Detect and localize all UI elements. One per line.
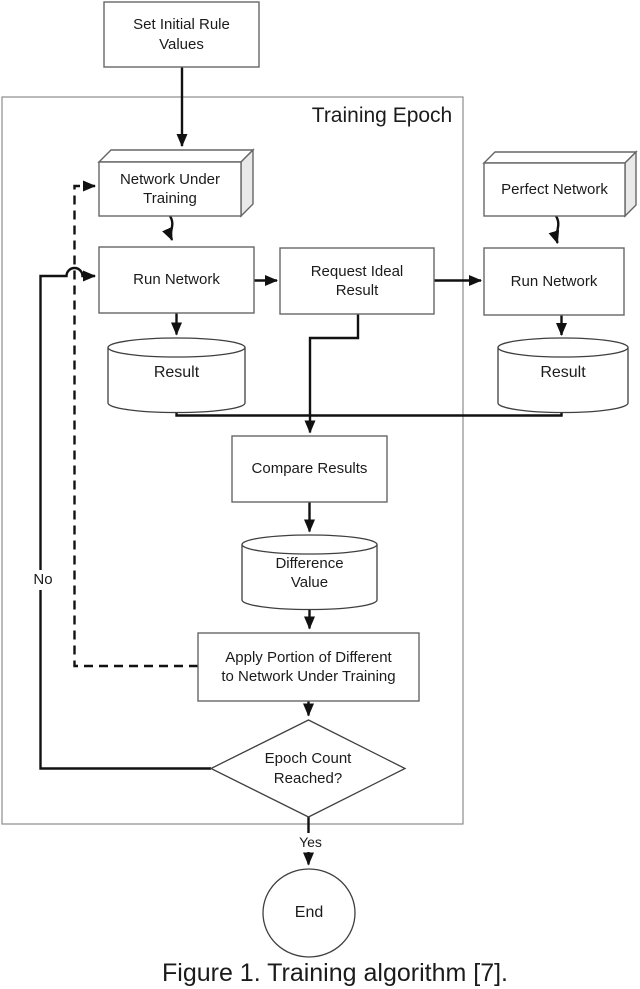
apply-portion-box: [197, 632, 420, 702]
perfect-network-label: Perfect Network: [501, 180, 608, 198]
perfect-top-face: [482, 151, 638, 164]
perfect-right-face: [624, 150, 637, 218]
epoch-count-label: Epoch Count Reached?: [264, 750, 352, 787]
training-epoch-title: Training Epoch: [311, 104, 453, 128]
epoch-count-diamond: [209, 719, 407, 818]
edge-network-to-run-left: [162, 215, 174, 241]
run-network-right-label: Run Network: [510, 272, 598, 290]
figure-caption: Figure 1. Training algorithm [7].: [162, 958, 508, 987]
yes-branch-label: Yes: [289, 833, 332, 852]
no-branch-label: No: [26, 570, 60, 590]
network-under-training-box: [97, 148, 255, 218]
edge-perfect-to-run-right: [548, 215, 560, 244]
network-right-face: [240, 148, 254, 218]
result-right-top: [497, 337, 629, 358]
difference-value-cylinder: [241, 534, 378, 611]
result-left-cylinder: [107, 337, 246, 414]
request-ideal-result-box: [279, 247, 435, 315]
edge-epoch-no-loop: [39, 266, 211, 770]
result-right-label: Result: [540, 363, 586, 381]
request-ideal-result-label: Request Ideal Result: [310, 262, 404, 300]
end-label: End: [294, 903, 324, 921]
result-right-cylinder: [497, 337, 629, 414]
difference-top: [241, 534, 378, 555]
run-network-left-box: [98, 246, 255, 314]
perfect-front-face: [483, 162, 626, 217]
edge-request-to-compare: [304, 314, 360, 434]
result-left-top: [107, 337, 246, 358]
difference-body: [241, 544, 378, 611]
result-left-label: Result: [153, 363, 200, 381]
network-top-face: [97, 149, 255, 163]
network-under-training-label: Network Under Training: [119, 170, 221, 208]
run-network-right-box: [483, 247, 625, 316]
result-left-body: [107, 347, 246, 414]
compare-results-box: [231, 435, 388, 503]
apply-portion-label: Apply Portion of Different to Network Un…: [221, 648, 396, 686]
compare-results-label: Compare Results: [251, 460, 368, 478]
edge-apply-feedback-dashed: [73, 180, 198, 668]
difference-value-label: Difference Value: [275, 554, 344, 592]
end-circle: [262, 868, 356, 958]
perfect-network-box: [482, 150, 638, 218]
network-front-face: [98, 161, 242, 217]
run-network-left-label: Run Network: [133, 271, 220, 289]
set-initial-label: Set Initial Rule Values: [133, 16, 230, 53]
set-initial-box: [103, 1, 260, 68]
result-right-body: [497, 347, 629, 414]
training-epoch-boundary: [1, 96, 464, 825]
